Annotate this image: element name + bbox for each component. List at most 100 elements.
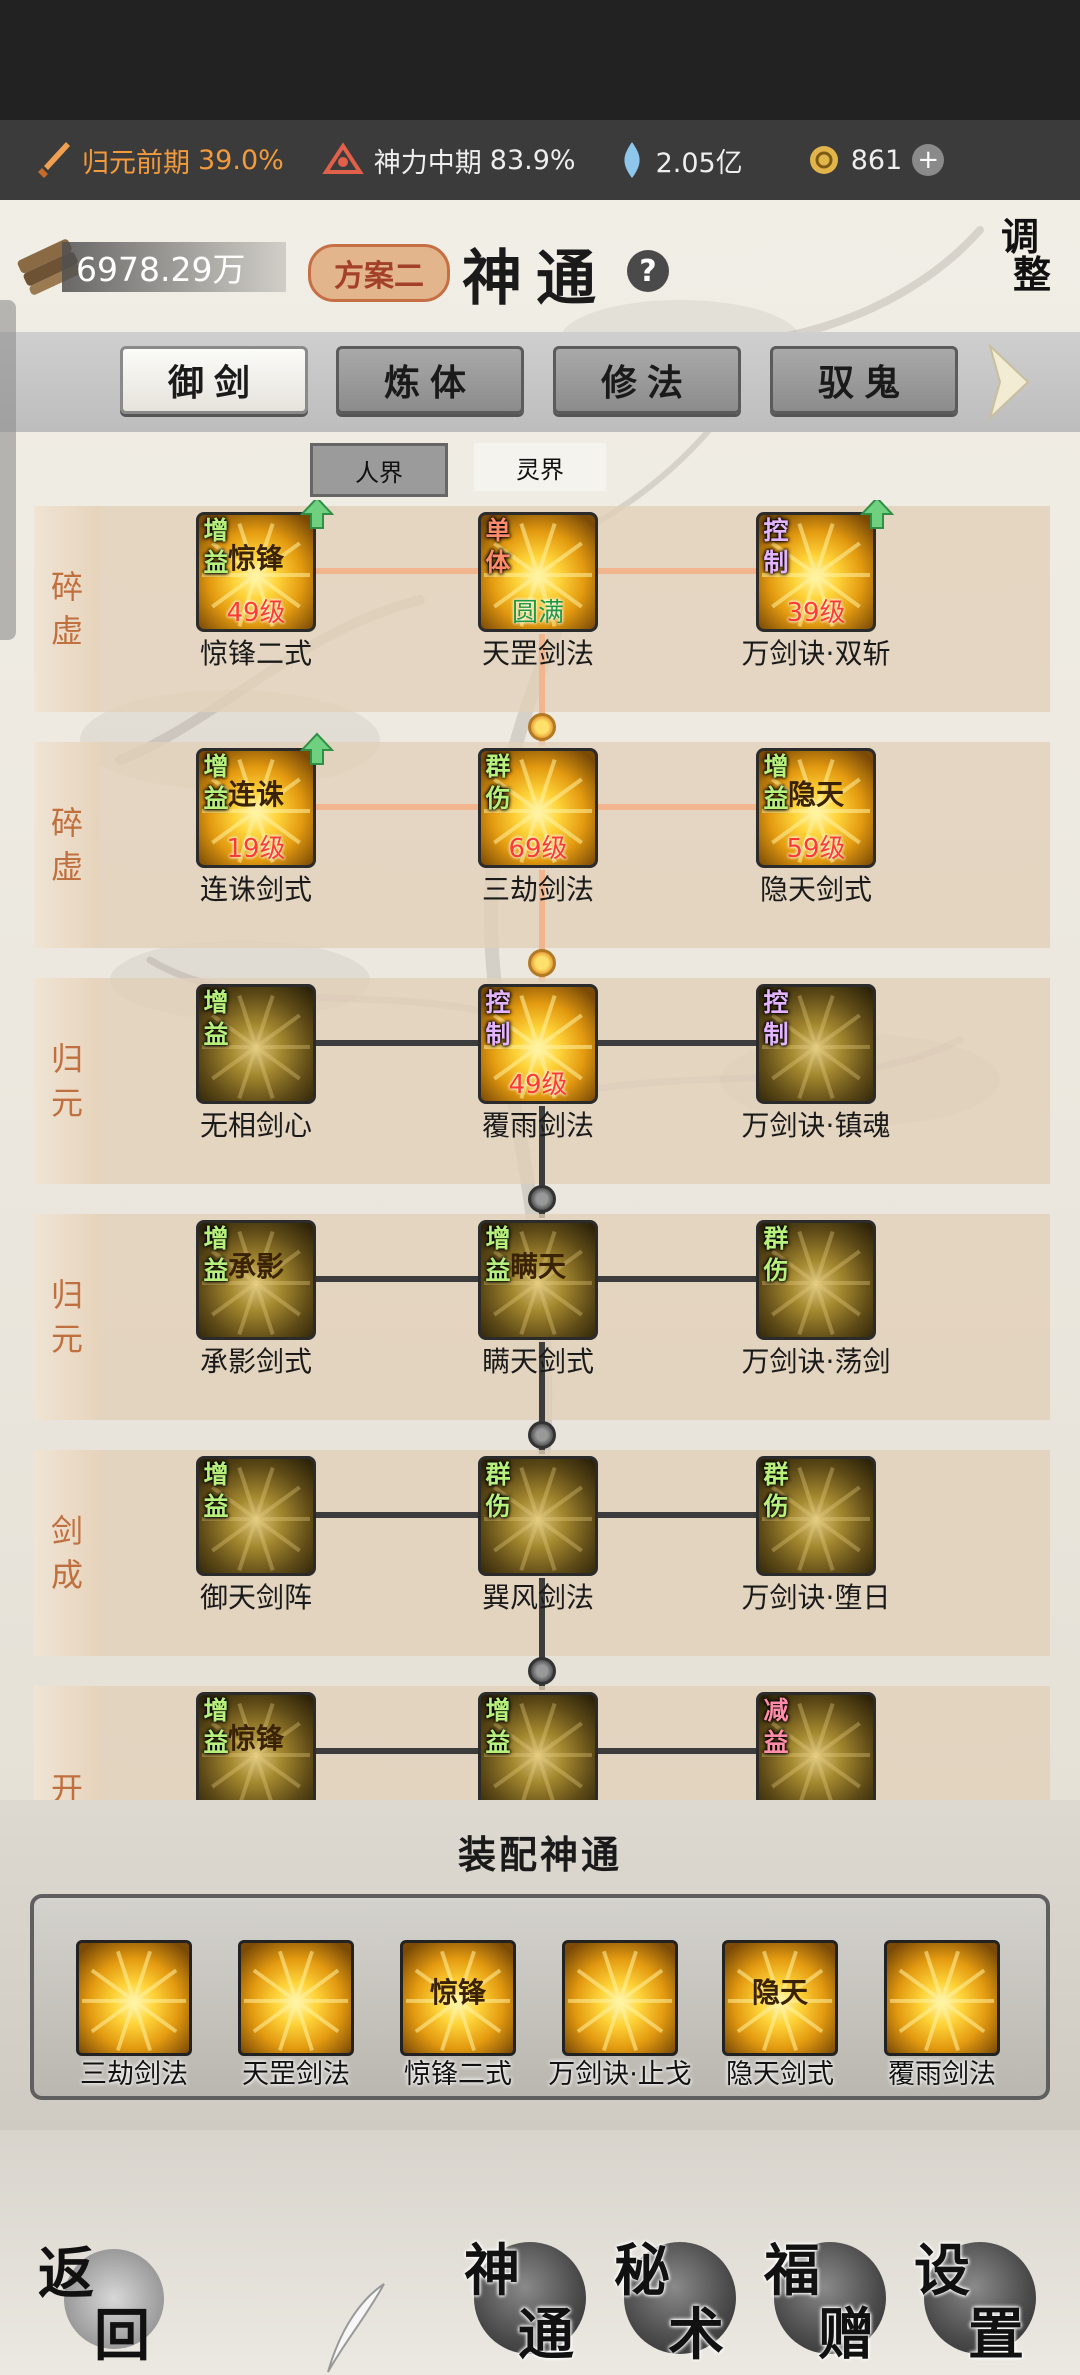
skill-card[interactable]: 单体圆满天罡剑法 [460,508,630,698]
skill-type-tag: 增益 [199,1459,233,1535]
nav-shentong-button[interactable]: 神 通 [464,2230,594,2368]
equipped-skill-icon[interactable]: 惊锋 [400,1940,516,2056]
skill-art-icon [202,1467,310,1571]
equipped-skill-icon[interactable] [76,1940,192,2056]
equip-slot[interactable]: 天罡剑法 [216,1940,376,2100]
equip-slot[interactable]: 隐天隐天剑式 [700,1940,860,2100]
skill-icon[interactable]: 控制 [756,512,876,632]
skill-art-icon [484,759,592,863]
skill-icon[interactable]: 连诛增益 [196,748,316,868]
skill-glyph: 惊锋 [227,1722,284,1755]
sword-icon [38,142,70,178]
skill-card[interactable]: 控制万剑诀·镇魂 [738,980,908,1170]
skill-icon[interactable]: 控制 [478,984,598,1104]
equipped-skill-icon[interactable] [562,1940,678,2056]
tab-lianti[interactable]: 炼体 [336,346,524,414]
skill-icon[interactable]: 隐天增益 [756,748,876,868]
skill-link-vertical [539,870,545,982]
skill-name: 万剑诀·堕日 [741,1581,891,1614]
skill-type-char: 群 [763,1460,789,1489]
skill-name: 隐天剑式 [759,873,872,906]
equipped-skill-icon[interactable] [884,1940,1000,2056]
nav-mishu-button[interactable]: 秘 术 [614,2230,744,2368]
skill-icon[interactable]: 惊锋增益 [196,512,316,632]
realm-stage-char: 归 [50,1040,83,1078]
tab-xiufa[interactable]: 修法 [553,346,741,414]
skill-icon[interactable]: 承影增益 [196,1220,316,1340]
help-button[interactable]: ? [627,250,669,292]
skill-link-vertical [539,1342,545,1454]
equip-slot[interactable]: 惊锋惊锋二式 [378,1940,538,2100]
tab-yujian[interactable]: 御剑 [120,346,308,414]
equip-slot[interactable]: 万剑诀·止戈 [540,1940,700,2100]
skill-icon[interactable]: 瞒天增益 [478,1220,598,1340]
skill-card[interactable]: 减益 [738,1688,908,1800]
skill-type-char: 伤 [485,1492,511,1521]
plan-selector-button[interactable]: 方案二 [308,244,450,302]
skill-card[interactable]: 群伤巽风剑法 [460,1452,630,1642]
skill-card[interactable]: 增益 [460,1688,630,1800]
skill-link [596,1276,760,1282]
skill-glyph: 惊锋 [429,1976,486,2009]
nav-fuzeng-button[interactable]: 福 赠 [764,2230,894,2368]
nav-settings-button[interactable]: 设 置 [914,2230,1044,2368]
equipped-skill-icon[interactable] [238,1940,354,2056]
skill-icon[interactable]: 群伤 [478,748,598,868]
skill-type-char: 增 [485,1224,511,1253]
skill-card[interactable]: 群伤万剑诀·荡剑 [738,1216,908,1406]
skill-icon[interactable]: 群伤 [756,1220,876,1340]
currency-status: 861 + [807,140,945,180]
add-currency-button[interactable]: + [912,144,945,176]
back-button[interactable]: 返 回 [38,2235,168,2369]
tab-label: 驭鬼 [817,362,910,404]
skill-type-char: 伤 [485,784,511,813]
equipped-skill-icon[interactable]: 隐天 [722,1940,838,2056]
skill-card[interactable]: 惊锋增益 [178,1688,348,1800]
skill-type-tag: 控制 [759,515,793,591]
skill-icon[interactable]: 惊锋增益 [196,1692,316,1800]
nav-char-1: 福 [764,2238,820,2304]
plan-label: 方案二 [334,259,424,294]
equip-slot[interactable]: 三劫剑法 [54,1940,214,2100]
skill-type-char: 控 [763,516,789,545]
skill-card[interactable]: 群伤万剑诀·堕日 [738,1452,908,1642]
skill-icon[interactable]: 群伤 [478,1456,598,1576]
skill-icon[interactable]: 增益 [478,1692,598,1800]
realm-tab-spirit[interactable]: 灵界 [474,443,606,491]
skill-art-icon [889,1950,995,2052]
skill-type-char: 伤 [763,1492,789,1521]
tab-yugui[interactable]: 驭鬼 [770,346,958,414]
tree-node [528,1421,556,1449]
skill-card[interactable]: 承影增益承影剑式 [178,1216,348,1406]
skill-card[interactable]: 瞒天增益瞒天剑式 [460,1216,630,1406]
skill-card[interactable]: 增益无相剑心 [178,980,348,1170]
realm-stage-label: 归元 [34,1214,100,1420]
skill-icon[interactable]: 单体 [478,512,598,632]
currency-count: 861 [850,144,903,176]
skill-icon[interactable]: 群伤 [756,1456,876,1576]
adjust-button[interactable]: 调 整 [978,218,1062,302]
skill-card[interactable]: 增益御天剑阵 [178,1452,348,1642]
equip-slot[interactable]: 覆雨剑法 [862,1940,1022,2100]
skill-icon[interactable]: 减益 [756,1692,876,1800]
skill-link [596,1040,760,1046]
skill-icon[interactable]: 增益 [196,1456,316,1576]
skill-type-tag: 增益 [199,515,233,591]
skill-icon[interactable]: 控制 [756,984,876,1104]
skill-type-tag: 增益 [199,1223,233,1299]
skill-type-tag: 群伤 [481,1459,515,1535]
side-drawer-handle[interactable] [0,300,16,640]
skill-type-tag: 增益 [199,751,233,827]
realm-tab-human[interactable]: 人界 [310,443,448,497]
skill-type-char: 增 [203,1224,229,1253]
next-tabs-arrow-icon[interactable] [984,342,1034,422]
feather-icon [327,2283,385,2373]
skill-icon[interactable]: 增益 [196,984,316,1104]
